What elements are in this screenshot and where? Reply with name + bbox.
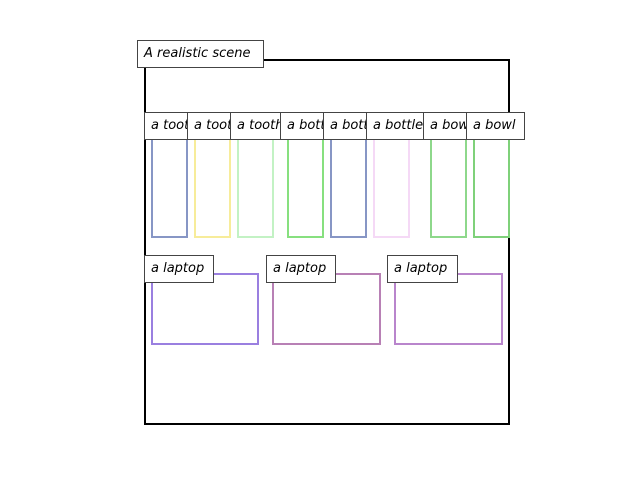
- laptop-box-1: [151, 273, 259, 345]
- bowl-box-2: [473, 130, 510, 238]
- bottle-box-2: [330, 130, 367, 238]
- bottle-box-3: [373, 130, 410, 238]
- bottle-label-3: a bottle: [366, 112, 424, 140]
- toothbrush-box-2: [194, 130, 231, 238]
- laptop-box-3: [394, 273, 503, 345]
- laptop-label-1: a laptop: [144, 255, 214, 283]
- scene-frame: [144, 59, 510, 425]
- laptop-label-2: a laptop: [266, 255, 336, 283]
- bottle-box-1: [287, 130, 324, 238]
- laptop-box-2: [272, 273, 381, 345]
- scene-title: A realistic scene: [137, 40, 264, 68]
- toothbrush-box-1: [151, 130, 188, 238]
- bowl-box-1: [430, 130, 467, 238]
- toothbrush-label-3: a toothbrush: [230, 112, 288, 140]
- laptop-label-3: a laptop: [387, 255, 458, 283]
- bowl-label-2: a bowl: [466, 112, 525, 140]
- toothbrush-box-3: [237, 130, 274, 238]
